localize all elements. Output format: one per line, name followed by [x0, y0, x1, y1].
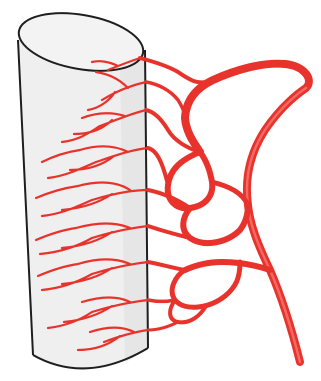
- cylinder: [14, 4, 148, 368]
- connector-f: [148, 300, 175, 302]
